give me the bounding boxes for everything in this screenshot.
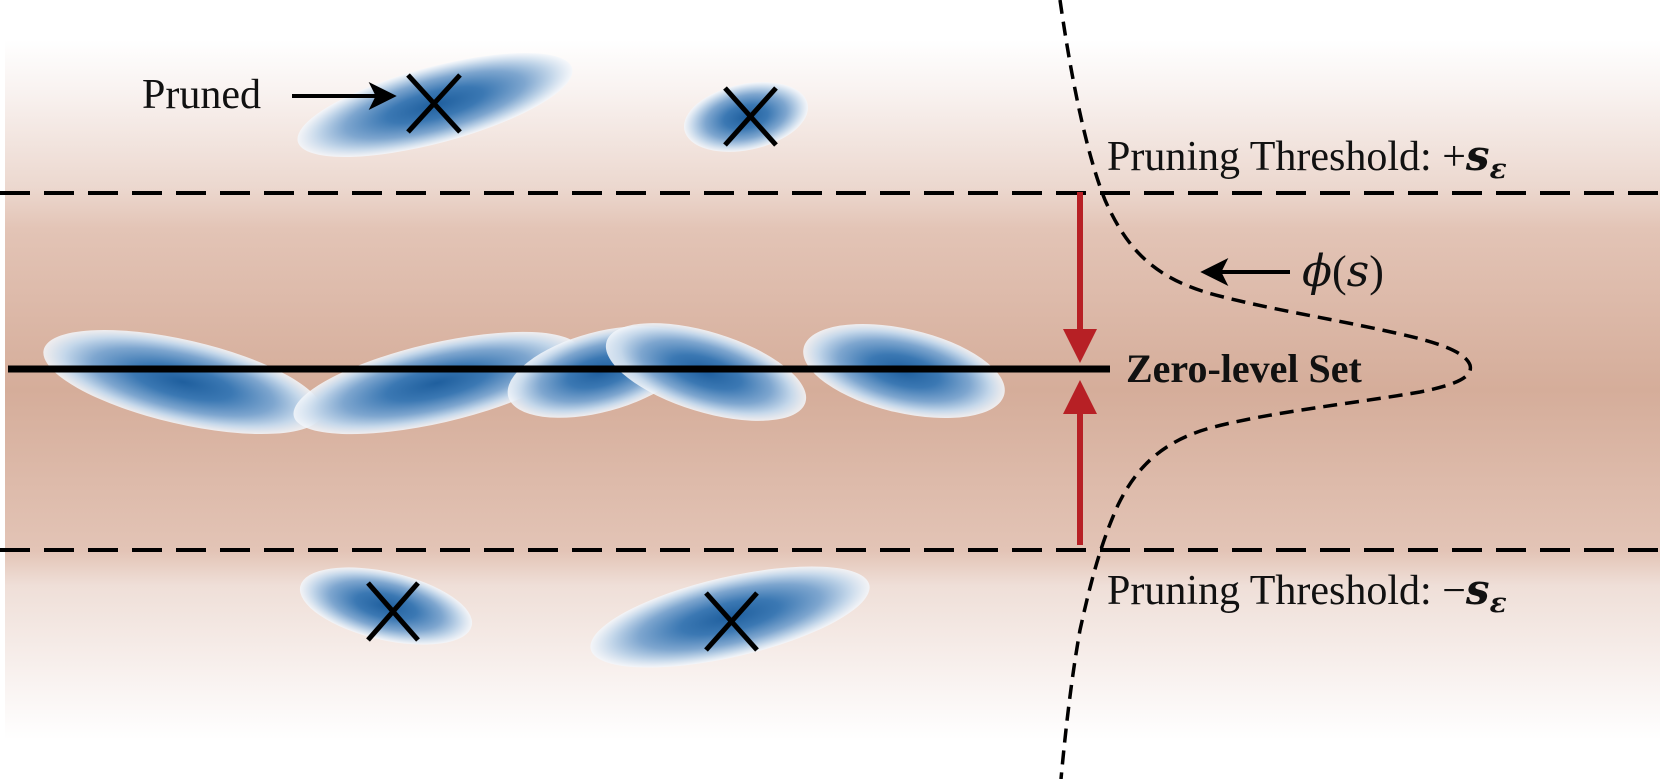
cross-mark-icon — [723, 86, 778, 147]
zero-level-set-label: Zero-level Set — [1126, 346, 1363, 391]
gaussian-splat — [43, 329, 323, 435]
pruned-label: Pruned — [142, 72, 261, 118]
upper-threshold-label: Pruning Threshold: +sε — [1107, 131, 1507, 185]
phi-distribution-curve — [1058, 0, 1473, 779]
pruned-gaussian — [683, 82, 809, 152]
red-arrow-down — [1063, 192, 1097, 363]
red-arrow-up — [1063, 380, 1097, 545]
lower-threshold-label: Pruning Threshold: −sε — [1107, 565, 1507, 619]
cross-mark-icon — [366, 581, 420, 642]
cross-mark-icon — [406, 73, 462, 134]
cross-mark-icon — [704, 591, 759, 652]
gaussian-splat — [293, 331, 581, 435]
phi-label: ϕ(s) — [1302, 246, 1384, 297]
